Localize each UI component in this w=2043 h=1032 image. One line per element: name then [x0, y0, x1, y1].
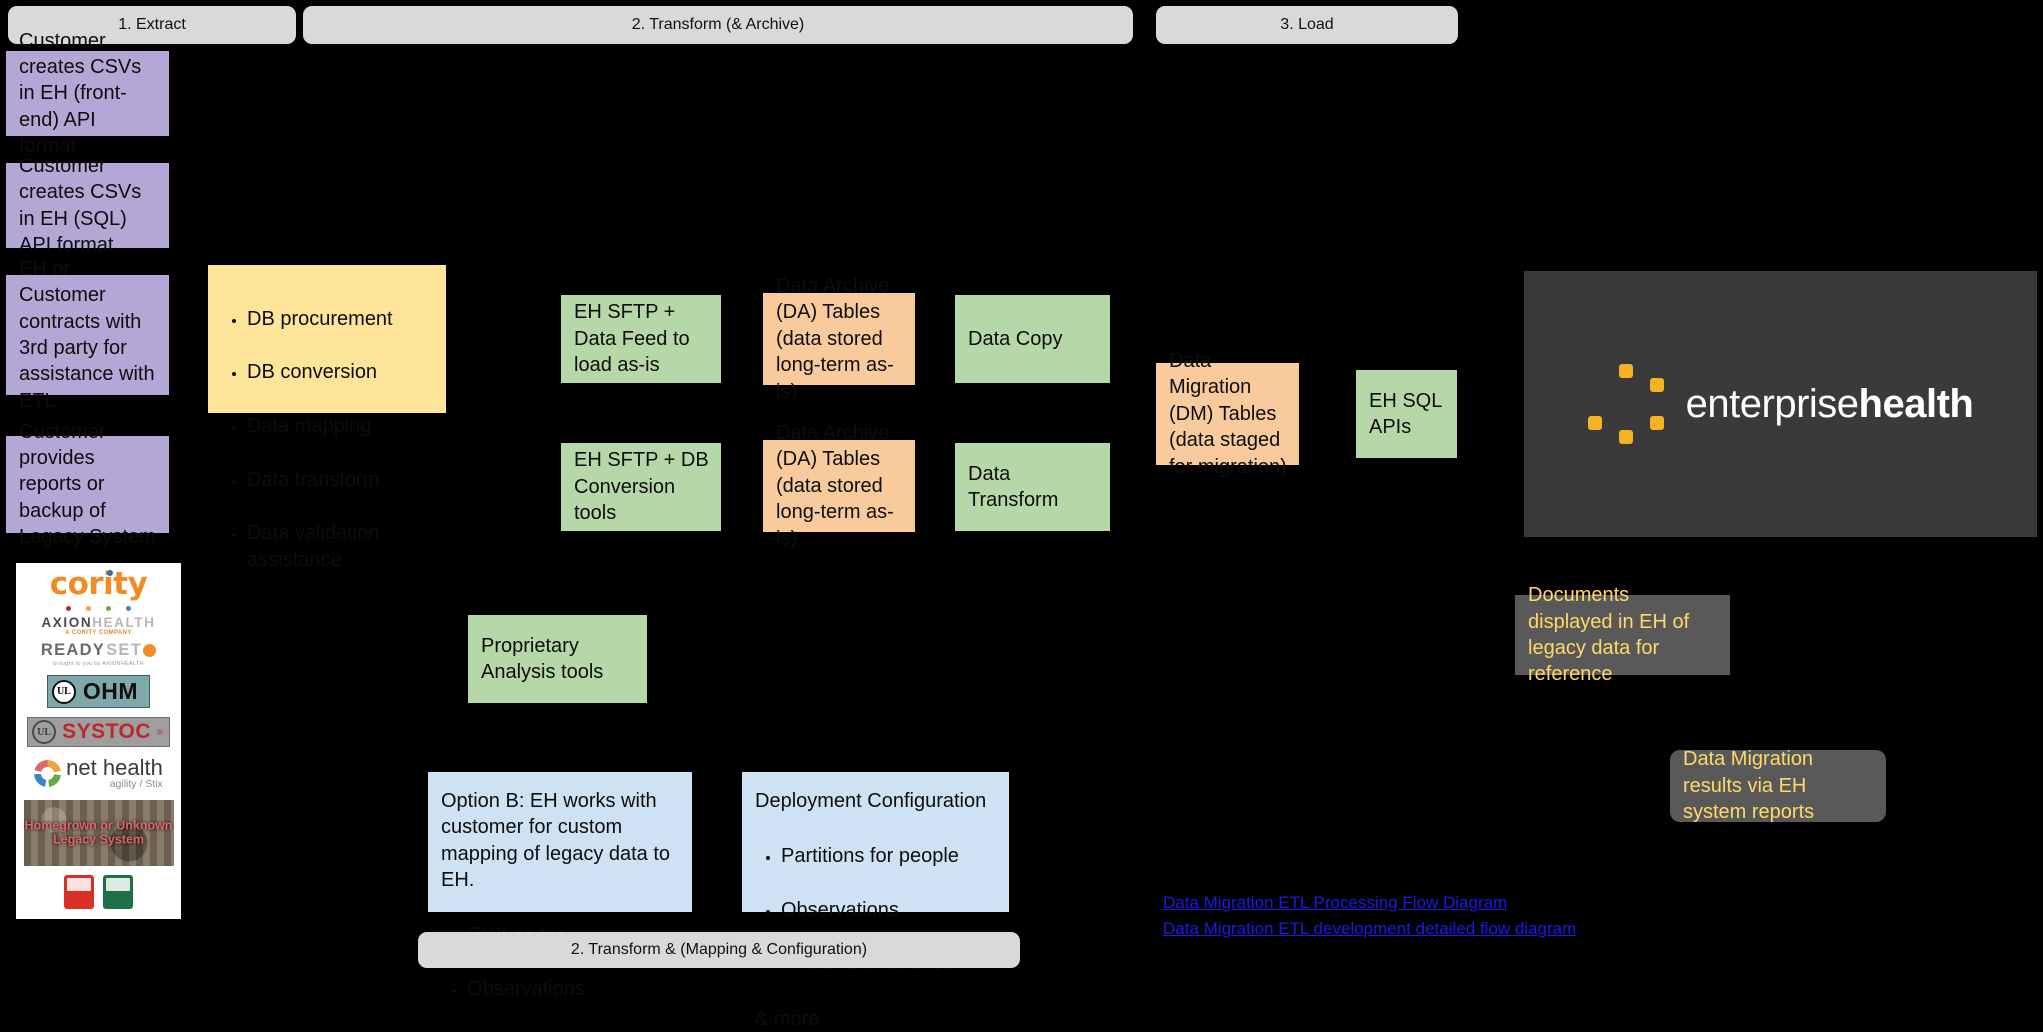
node-dm-results[interactable]: Data Migration results via EH system rep…: [1670, 748, 1886, 823]
axion-light: HEALTH: [92, 615, 156, 630]
systoc-logo: UL SYSTOC®: [27, 717, 170, 747]
legacy-vendor-logos: cority AXIONHEALTH A CORITY COMPANY READ…: [16, 563, 181, 919]
node-da-tables-1[interactable]: Data Archive (DA) Tables (data stored lo…: [763, 275, 915, 403]
pdf-file-icon: [64, 874, 94, 909]
node-sftp-db-conversion[interactable]: EH SFTP + DB Conversion tools: [561, 443, 721, 531]
readyset-tagline: brought to you by AXIONHEALTH: [53, 661, 144, 667]
systoc-label: SYSTOC: [62, 720, 152, 743]
node-text: EH SFTP + DB Conversion tools: [574, 449, 709, 525]
file-format-icons: [64, 874, 133, 909]
node-text: Proprietary Analysis tools: [481, 634, 604, 683]
ohm-label: OHM: [82, 678, 139, 704]
legacy-caption: Homegrown or Unknown Legacy System: [24, 818, 173, 847]
list-item: Data validation assistance: [247, 520, 434, 574]
brand-name-bold: health: [1858, 381, 1974, 426]
node-legacy-reports[interactable]: Customer provides reports or backup of L…: [6, 421, 169, 548]
node-third-party-contract[interactable]: EH or Customer contracts with 3rd party …: [6, 258, 169, 412]
node-sftp-data-feed[interactable]: EH SFTP + Data Feed to load as-is: [561, 295, 721, 383]
node-proprietary-analysis-tools[interactable]: Proprietary Analysis tools: [468, 615, 647, 703]
node-text: Customer creates CSVs in EH (SQL) API fo…: [19, 154, 142, 256]
axion-main: AXION: [41, 615, 93, 630]
node-data-transform[interactable]: Data Transform: [955, 443, 1110, 531]
node-csv-sql[interactable]: Customer creates CSVs in EH (SQL) API fo…: [6, 155, 169, 256]
node-tail-text: & more: [755, 1007, 820, 1030]
phase-pill-transform[interactable]: 2. Transform (& Archive): [303, 6, 1133, 44]
phase-label: 3. Load: [1280, 16, 1334, 33]
node-documents-displayed[interactable]: Documents displayed in EH of legacy data…: [1515, 584, 1730, 685]
node-text: Data Transform: [968, 462, 1059, 511]
link-detailed-flow-diagram[interactable]: Data Migration ETL development detailed …: [1163, 919, 1577, 939]
phase-label: 2. Transform (& Archive): [631, 16, 805, 33]
axion-dots-icon: [41, 604, 155, 613]
diagram-canvas: 1. Extract 2. Transform (& Archive) 3. L…: [0, 0, 2043, 976]
list-item: Data transform: [247, 467, 434, 494]
list-item: Partitions for people: [781, 843, 997, 870]
node-csv-frontend[interactable]: Customer creates CSVs in EH (front-end) …: [6, 30, 169, 157]
node-lead-text: Option B: EH works with customer for cus…: [441, 790, 671, 892]
nethealth-label: net health: [66, 755, 163, 780]
list-item: DB procurement: [247, 306, 434, 333]
node-text: Data Migration results via EH system rep…: [1683, 748, 1815, 824]
etl-services-list: DB procurement DB conversion Data mappin…: [221, 279, 434, 601]
node-text: Data Archive (DA) Tables (data stored lo…: [776, 275, 894, 403]
eh-wordmark: enterprisehealth: [1686, 382, 1974, 427]
node-text: Customer creates CSVs in EH (front-end) …: [19, 29, 142, 158]
nethealth-logo: net health agility / Stix: [34, 757, 163, 790]
node-option-b-mapping[interactable]: Option B: EH works with customer for cus…: [428, 772, 692, 1000]
node-text: EH SQL APIs: [1369, 389, 1442, 438]
link-processing-flow-diagram[interactable]: Data Migration ETL Processing Flow Diagr…: [1163, 893, 1508, 912]
nethealth-ring-icon: [34, 759, 62, 787]
readyset-light: SET: [106, 641, 143, 659]
ul-mark-icon: UL: [51, 679, 76, 704]
readyset-bold: READY: [40, 641, 106, 659]
node-eh-sql-apis[interactable]: EH SQL APIs: [1356, 370, 1457, 458]
phase-label: 1. Extract: [118, 16, 186, 33]
node-text: Data Migration (DM) Tables (data staged …: [1169, 350, 1287, 478]
phase-pill-transform-mapping[interactable]: 2. Transform & (Mapping & Configuration): [418, 932, 1020, 968]
cority-logo: cority: [49, 566, 148, 602]
node-text: EH SFTP + Data Feed to load as-is: [574, 301, 690, 377]
ul-mark-icon: UL: [32, 720, 57, 744]
node-dm-tables[interactable]: Data Migration (DM) Tables (data staged …: [1156, 350, 1299, 478]
node-text: Customer provides reports or backup of L…: [19, 420, 156, 549]
node-text: Data Copy: [968, 327, 1063, 350]
nethealth-sub: agility / Stix: [109, 778, 163, 790]
list-item: Observations: [467, 976, 680, 1003]
node-data-copy[interactable]: Data Copy: [955, 295, 1110, 383]
node-text: EH or Customer contracts with 3rd party …: [19, 257, 155, 412]
excel-file-icon: [103, 874, 133, 909]
brand-name-light: enterprise: [1685, 381, 1859, 426]
ohm-logo: UL OHM: [46, 675, 151, 708]
axionhealth-logo: AXIONHEALTH A CORITY COMPANY: [41, 604, 155, 636]
node-deployment-configuration[interactable]: Deployment Configuration Partitions for …: [742, 772, 1009, 1030]
node-lead-text: Deployment Configuration: [755, 790, 987, 812]
list-item: Data mapping: [247, 413, 434, 440]
readyset-dot-icon: [143, 644, 157, 657]
reference-links: Data Migration ETL Processing Flow Diagr…: [1163, 890, 1576, 943]
enterprise-health-brand-panel: enterprisehealth: [1524, 271, 2037, 537]
node-etl-services[interactable]: DB procurement DB conversion Data mappin…: [208, 265, 446, 571]
list-item: DB conversion: [247, 359, 434, 386]
phase-pill-load[interactable]: 3. Load: [1156, 6, 1458, 44]
legacy-system-photo: Homegrown or Unknown Legacy System: [23, 799, 174, 866]
node-text: Documents displayed in EH of legacy data…: [1528, 584, 1690, 686]
axion-tagline: A CORITY COMPANY: [65, 630, 132, 636]
eh-gear-icon: [1587, 364, 1664, 444]
node-da-tables-2[interactable]: Data Archive (DA) Tables (data stored lo…: [763, 422, 915, 550]
phase-label: 2. Transform & (Mapping & Configuration): [570, 941, 868, 958]
phase-pill-extract[interactable]: 1. Extract: [8, 6, 296, 44]
list-item: Observations: [781, 897, 997, 924]
node-text: Data Archive (DA) Tables (data stored lo…: [776, 422, 894, 550]
